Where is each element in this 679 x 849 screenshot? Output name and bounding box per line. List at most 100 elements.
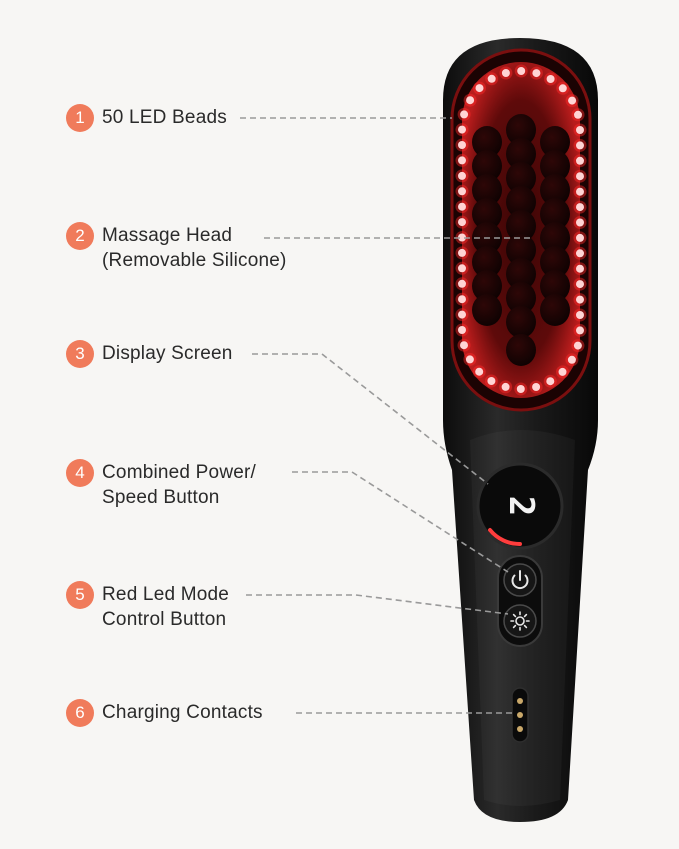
- led-bead: [501, 382, 510, 391]
- massage-nub: [506, 186, 536, 218]
- callout-line: (Removable Silicone): [102, 250, 287, 271]
- massage-nub: [472, 174, 502, 206]
- led-bead: [576, 218, 584, 227]
- led-bead: [458, 141, 466, 149]
- callout-label: Combined Power/ Speed Button: [102, 460, 256, 510]
- led-bead: [576, 172, 584, 181]
- led-bead: [458, 125, 466, 134]
- massage-nub: [506, 306, 536, 338]
- led-bead: [458, 171, 466, 180]
- led-bead: [576, 326, 584, 335]
- led-bead: [516, 385, 525, 393]
- led-bead: [475, 367, 484, 376]
- callout-label: Display Screen: [102, 341, 233, 366]
- massage-nub: [506, 282, 536, 314]
- led-bead: [558, 84, 567, 93]
- sun-icon: [510, 611, 530, 631]
- massage-nub: [472, 126, 502, 158]
- contact-pin: [517, 726, 523, 732]
- callout-line: Massage Head: [102, 225, 233, 246]
- led-bead: [460, 110, 469, 119]
- callout-line: Speed Button: [102, 487, 220, 508]
- callout-number: 6: [66, 699, 94, 727]
- led-bead: [573, 341, 582, 350]
- callout-line: 50 LED Beads: [102, 107, 227, 128]
- massage-nub: [472, 150, 502, 182]
- massage-nub: [540, 222, 570, 254]
- callout-5: 5 Red Led Mode Control Button: [66, 581, 229, 632]
- callout-line: Combined Power/: [102, 462, 257, 483]
- led-bead: [574, 110, 582, 119]
- mode-button[interactable]: [503, 604, 537, 638]
- led-bead: [517, 67, 526, 75]
- callout-line: Red Led Mode: [102, 584, 230, 605]
- led-bead: [567, 355, 576, 364]
- led-bead: [576, 187, 584, 196]
- led-bead: [558, 367, 567, 376]
- led-bead: [576, 311, 584, 319]
- callout-2: 2 Massage Head (Removable Silicone): [66, 222, 287, 273]
- massage-nub: [540, 126, 570, 158]
- callout-4: 4 Combined Power/ Speed Button: [66, 459, 256, 510]
- led-bead: [532, 69, 541, 78]
- massage-nub: [506, 114, 536, 146]
- callout-line: Display Screen: [102, 343, 233, 364]
- callout-3: 3 Display Screen: [66, 340, 233, 368]
- callout-label: Red Led Mode Control Button: [102, 582, 229, 632]
- callout-number: 1: [66, 104, 94, 132]
- display-arc: [488, 528, 522, 547]
- massage-nub: [540, 246, 570, 278]
- led-bead: [576, 156, 584, 165]
- led-bead: [458, 202, 466, 211]
- led-bead: [576, 203, 584, 212]
- led-bead: [458, 295, 466, 304]
- massage-nub: [472, 270, 502, 302]
- led-bead: [487, 74, 496, 83]
- display-screen: [476, 462, 564, 550]
- led-bead: [458, 187, 466, 196]
- led-bead: [576, 280, 584, 289]
- massage-nubs: [472, 114, 570, 366]
- led-bead: [576, 126, 584, 134]
- massage-nub: [506, 210, 536, 242]
- massage-nub: [472, 198, 502, 230]
- led-bead: [458, 233, 466, 242]
- callout-label: Charging Contacts: [102, 700, 263, 725]
- leader-lines: [240, 117, 530, 714]
- led-bead: [532, 383, 541, 391]
- massage-nub: [540, 270, 570, 302]
- callout-label: Massage Head (Removable Silicone): [102, 223, 287, 273]
- led-bead: [465, 355, 474, 364]
- display-value: 2: [501, 496, 541, 516]
- callout-line: Charging Contacts: [102, 702, 263, 723]
- contact-pin: [517, 698, 523, 704]
- led-bead: [458, 279, 466, 288]
- callout-6: 6 Charging Contacts: [66, 699, 263, 727]
- led-bead: [568, 96, 577, 105]
- massage-nub: [540, 150, 570, 182]
- leader-line-5: [246, 594, 509, 615]
- led-bead: [458, 264, 466, 273]
- contact-pin: [517, 712, 523, 718]
- callout-number: 5: [66, 581, 94, 609]
- led-bead: [466, 96, 475, 105]
- led-bead: [576, 141, 584, 150]
- led-bead: [458, 310, 466, 319]
- callout-number: 4: [66, 459, 94, 487]
- massage-nub: [506, 258, 536, 290]
- led-bead: [546, 75, 555, 83]
- led-bead: [458, 326, 466, 334]
- led-bead: [487, 377, 496, 385]
- callout-1: 1 50 LED Beads: [66, 104, 227, 132]
- power-button[interactable]: [503, 563, 537, 597]
- callout-number: 3: [66, 340, 94, 368]
- led-bead: [576, 264, 584, 273]
- leader-line-4: [292, 471, 509, 573]
- callout-number: 2: [66, 222, 94, 250]
- power-icon: [511, 570, 529, 590]
- massage-nub: [506, 162, 536, 194]
- massage-nub: [540, 294, 570, 326]
- massage-nub: [506, 138, 536, 170]
